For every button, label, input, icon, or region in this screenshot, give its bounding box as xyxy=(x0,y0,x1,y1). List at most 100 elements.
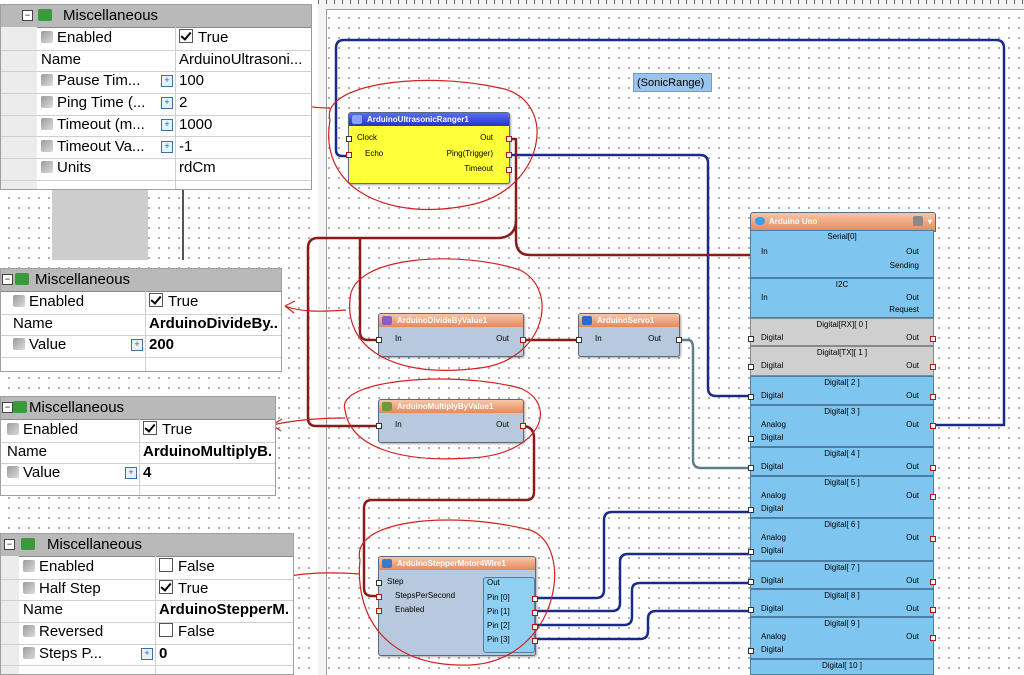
property-category-header[interactable]: − Miscellaneous xyxy=(1,397,275,420)
expand-icon[interactable]: + xyxy=(141,647,153,660)
digital-in-pin[interactable] xyxy=(748,465,754,471)
expand-icon[interactable]: + xyxy=(161,75,173,88)
i2c-block[interactable]: I2C In Out Request xyxy=(750,278,934,318)
digital-in-pin[interactable] xyxy=(748,436,754,442)
collapse-icon[interactable]: − xyxy=(2,274,13,285)
collapse-icon[interactable]: − xyxy=(2,402,13,413)
digital-in-pin[interactable] xyxy=(748,648,754,654)
enabled-pin[interactable] xyxy=(376,608,382,614)
property-category-header[interactable]: − Miscellaneous xyxy=(1,534,293,557)
step-pin[interactable] xyxy=(376,580,382,586)
property-row[interactable]: Timeout (m...1000+ xyxy=(1,115,311,138)
checkbox[interactable] xyxy=(149,293,163,307)
wrench-icon[interactable] xyxy=(913,216,923,226)
multiply-by-value-component[interactable]: ArduinoMultiplyByValue1 In Out xyxy=(376,399,526,443)
property-value[interactable]: True xyxy=(143,421,271,438)
expand-icon[interactable]: + xyxy=(131,339,143,352)
servo-out-pin[interactable] xyxy=(676,337,682,343)
property-row[interactable]: Pause Tim...100+ xyxy=(1,71,311,95)
out-pin[interactable] xyxy=(506,136,512,142)
pin2[interactable] xyxy=(532,624,538,630)
property-category-header[interactable]: − Miscellaneous xyxy=(1,5,311,28)
digital-in-pin[interactable] xyxy=(748,364,754,370)
expand-icon[interactable]: + xyxy=(125,467,137,480)
wire-pin0-to-digital5[interactable] xyxy=(536,510,752,600)
digital-out-pin[interactable] xyxy=(930,494,936,500)
digital-out-pin[interactable] xyxy=(930,465,936,471)
checkbox[interactable] xyxy=(143,421,157,435)
expand-icon[interactable]: + xyxy=(161,140,173,153)
divide-out-pin[interactable] xyxy=(520,337,526,343)
divide-in-pin[interactable] xyxy=(376,337,382,343)
collapse-icon[interactable]: − xyxy=(22,10,33,21)
column-divider[interactable] xyxy=(145,291,146,371)
serial-block[interactable]: Serial[0] In Out Sending xyxy=(750,230,934,278)
digital-out-pin[interactable] xyxy=(930,536,936,542)
property-value[interactable]: True xyxy=(179,29,307,46)
digital-in-pin[interactable] xyxy=(748,607,754,613)
property-value[interactable]: -1 xyxy=(179,137,193,155)
servo-in-pin[interactable] xyxy=(576,337,582,343)
expand-icon[interactable]: + xyxy=(161,97,173,110)
collapse-icon[interactable]: − xyxy=(4,539,15,550)
property-value[interactable]: True xyxy=(149,293,277,310)
digital-out-pin[interactable] xyxy=(930,635,936,641)
digital-in-pin[interactable] xyxy=(748,394,754,400)
property-value[interactable]: 2 xyxy=(179,94,188,112)
property-value[interactable]: True xyxy=(159,579,289,597)
column-divider[interactable] xyxy=(175,27,176,189)
digital-out-pin[interactable] xyxy=(930,336,936,342)
column-divider[interactable] xyxy=(155,556,156,674)
wire-pin1-to-digital6[interactable] xyxy=(536,552,752,613)
digital-in-pin[interactable] xyxy=(748,336,754,342)
wire-out-to-serial[interactable] xyxy=(508,137,752,257)
property-value[interactable]: 1000 xyxy=(179,115,213,133)
property-value[interactable]: False xyxy=(159,623,289,640)
ping-trigger-pin[interactable] xyxy=(506,152,512,158)
property-row[interactable]: Timeout Va...-1+ xyxy=(1,137,311,160)
property-value[interactable]: ArduinoUltrasoni... xyxy=(179,50,303,68)
arduino-uno-header[interactable]: Arduino Uno ▾ xyxy=(750,212,936,232)
pin1[interactable] xyxy=(532,610,538,616)
digital-in-pin[interactable] xyxy=(748,549,754,555)
wire-pin2-to-digital7[interactable] xyxy=(536,581,752,627)
digital-row[interactable]: Digital[ 10 ] xyxy=(750,659,934,675)
wire-servo-to-digital4[interactable] xyxy=(678,338,752,470)
wire-pin3-to-digital8[interactable] xyxy=(536,609,752,641)
digital-in-pin[interactable] xyxy=(748,579,754,585)
digital-out-pin[interactable] xyxy=(930,607,936,613)
steps-per-second-pin[interactable] xyxy=(376,594,382,600)
digital-out-pin[interactable] xyxy=(930,579,936,585)
wire-ping-to-digital2[interactable] xyxy=(508,153,752,398)
property-value[interactable]: 100 xyxy=(179,72,205,90)
digital-out-pin[interactable] xyxy=(930,394,936,400)
multiply-out-pin[interactable] xyxy=(520,423,526,429)
column-divider[interactable] xyxy=(139,419,140,495)
property-value[interactable]: ArduinoMultiplyB... xyxy=(143,442,271,460)
wire-out-to-divide-in[interactable] xyxy=(358,238,378,342)
